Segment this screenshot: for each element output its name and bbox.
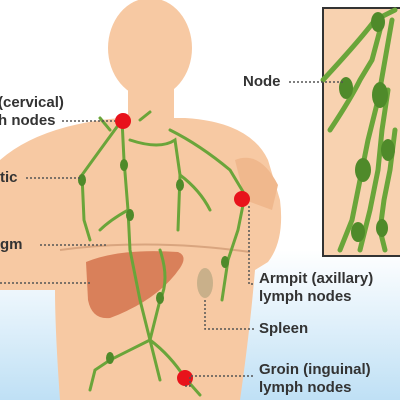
axillary-node-marker bbox=[234, 191, 250, 207]
label-groin-line1: Groin (inguinal) bbox=[259, 361, 371, 378]
inguinal-node-marker bbox=[177, 370, 193, 386]
lymph-node-dots bbox=[78, 159, 229, 364]
label-diaphragm-partial: gm bbox=[0, 236, 23, 253]
cervical-node-marker bbox=[115, 113, 131, 129]
label-groin-line2: lymph nodes bbox=[259, 379, 352, 396]
label-node: Node bbox=[243, 73, 281, 90]
spleen-organ bbox=[197, 268, 213, 298]
label-spleen: Spleen bbox=[259, 320, 309, 337]
leader-lines bbox=[0, 81, 343, 387]
label-armpit-line2: lymph nodes bbox=[259, 288, 352, 305]
label-armpit-line1: Armpit (axillary) bbox=[259, 270, 374, 287]
label-thoracic-partial: tic bbox=[0, 169, 18, 186]
label-neck-line1: (cervical) bbox=[0, 94, 64, 111]
liver bbox=[86, 251, 184, 319]
label-neck-line2: h nodes bbox=[0, 112, 56, 129]
node-inset bbox=[320, 7, 400, 257]
diaphragm-line bbox=[59, 243, 251, 253]
